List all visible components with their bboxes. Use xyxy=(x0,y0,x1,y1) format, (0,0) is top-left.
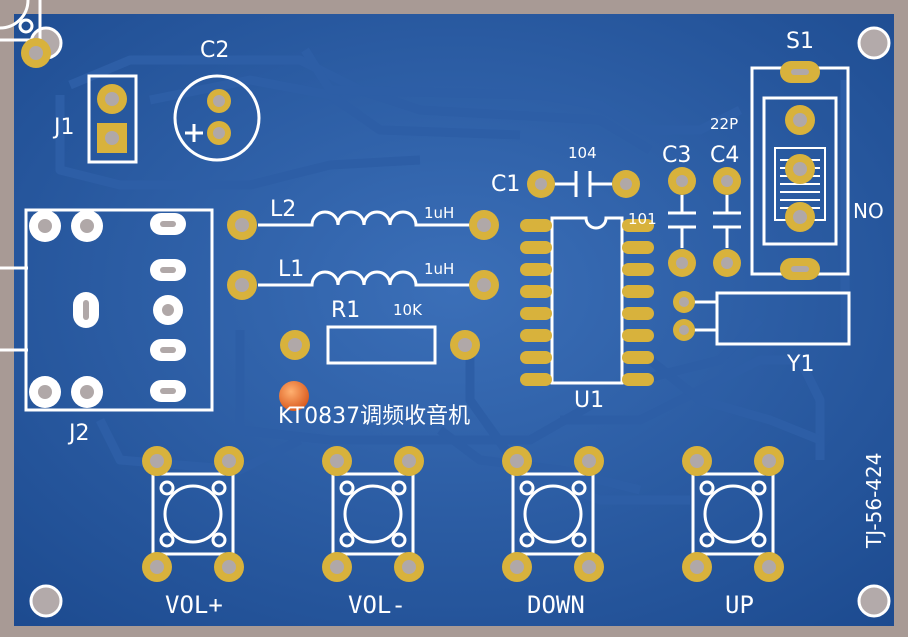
l1-label: L1 xyxy=(278,257,305,282)
c1-label: C1 xyxy=(491,172,521,197)
vol-down-label: VOL- xyxy=(348,591,406,619)
j2-audio-jack xyxy=(0,208,214,412)
up-label: UP xyxy=(725,591,754,619)
y1-label: Y1 xyxy=(787,352,815,377)
button-footprint xyxy=(0,0,51,68)
c3-c4-capacitors xyxy=(668,167,741,277)
c2-label: C2 xyxy=(200,38,230,63)
r1-label: R1 xyxy=(331,298,361,323)
c1-capacitor xyxy=(527,170,640,198)
mount-hole-tr xyxy=(857,26,891,60)
l1-inductor xyxy=(227,270,499,300)
l2-inductor xyxy=(227,210,499,240)
l2-label: L2 xyxy=(270,197,297,222)
board-title: KT0837调频收音机 xyxy=(278,404,471,429)
led-indicator xyxy=(279,381,309,411)
mount-hole-bl xyxy=(29,584,63,618)
mounting-holes xyxy=(29,26,891,618)
board-code: TJ-56-424 xyxy=(862,452,886,548)
c4-label: C4 xyxy=(710,143,740,168)
j1-label: J1 xyxy=(54,115,75,140)
c2-capacitor xyxy=(173,74,261,162)
j2-label: J2 xyxy=(69,421,90,446)
c4-value: 22P xyxy=(710,115,739,133)
u1-ic xyxy=(520,216,654,386)
l2-value: 1uH xyxy=(424,204,455,222)
tactile-buttons xyxy=(0,0,51,68)
l1-value: 1uH xyxy=(424,260,455,278)
s1-switch xyxy=(750,61,850,280)
r1-value: 10K xyxy=(393,301,422,319)
u1-label: U1 xyxy=(574,388,605,413)
vol-up-label: VOL+ xyxy=(165,591,223,619)
j1-connector xyxy=(87,74,138,164)
u1-pin-marking: 101 xyxy=(628,210,657,228)
y1-crystal xyxy=(673,291,851,346)
down-label: DOWN xyxy=(527,591,585,619)
mount-hole-br xyxy=(857,584,891,618)
c1-value: 104 xyxy=(568,144,597,162)
c3-label: C3 xyxy=(662,143,692,168)
s1-label: S1 xyxy=(786,29,814,54)
s1-position-label: NO xyxy=(853,199,884,223)
r1-resistor xyxy=(280,325,480,365)
